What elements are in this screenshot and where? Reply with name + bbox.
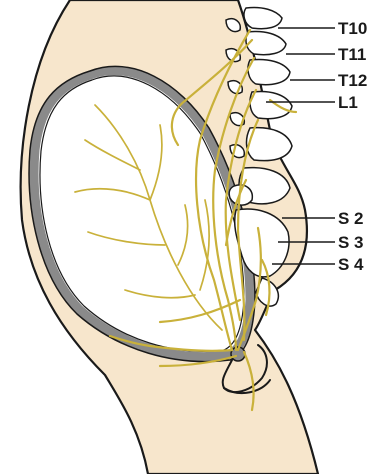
label-t11: T11 bbox=[338, 45, 366, 64]
label-l1: L1 bbox=[338, 93, 358, 112]
label-s3: S 3 bbox=[338, 233, 364, 252]
label-t10: T10 bbox=[338, 19, 367, 38]
label-s2: S 2 bbox=[338, 209, 364, 228]
label-s4: S 4 bbox=[338, 255, 364, 274]
label-t12: T12 bbox=[338, 71, 367, 90]
